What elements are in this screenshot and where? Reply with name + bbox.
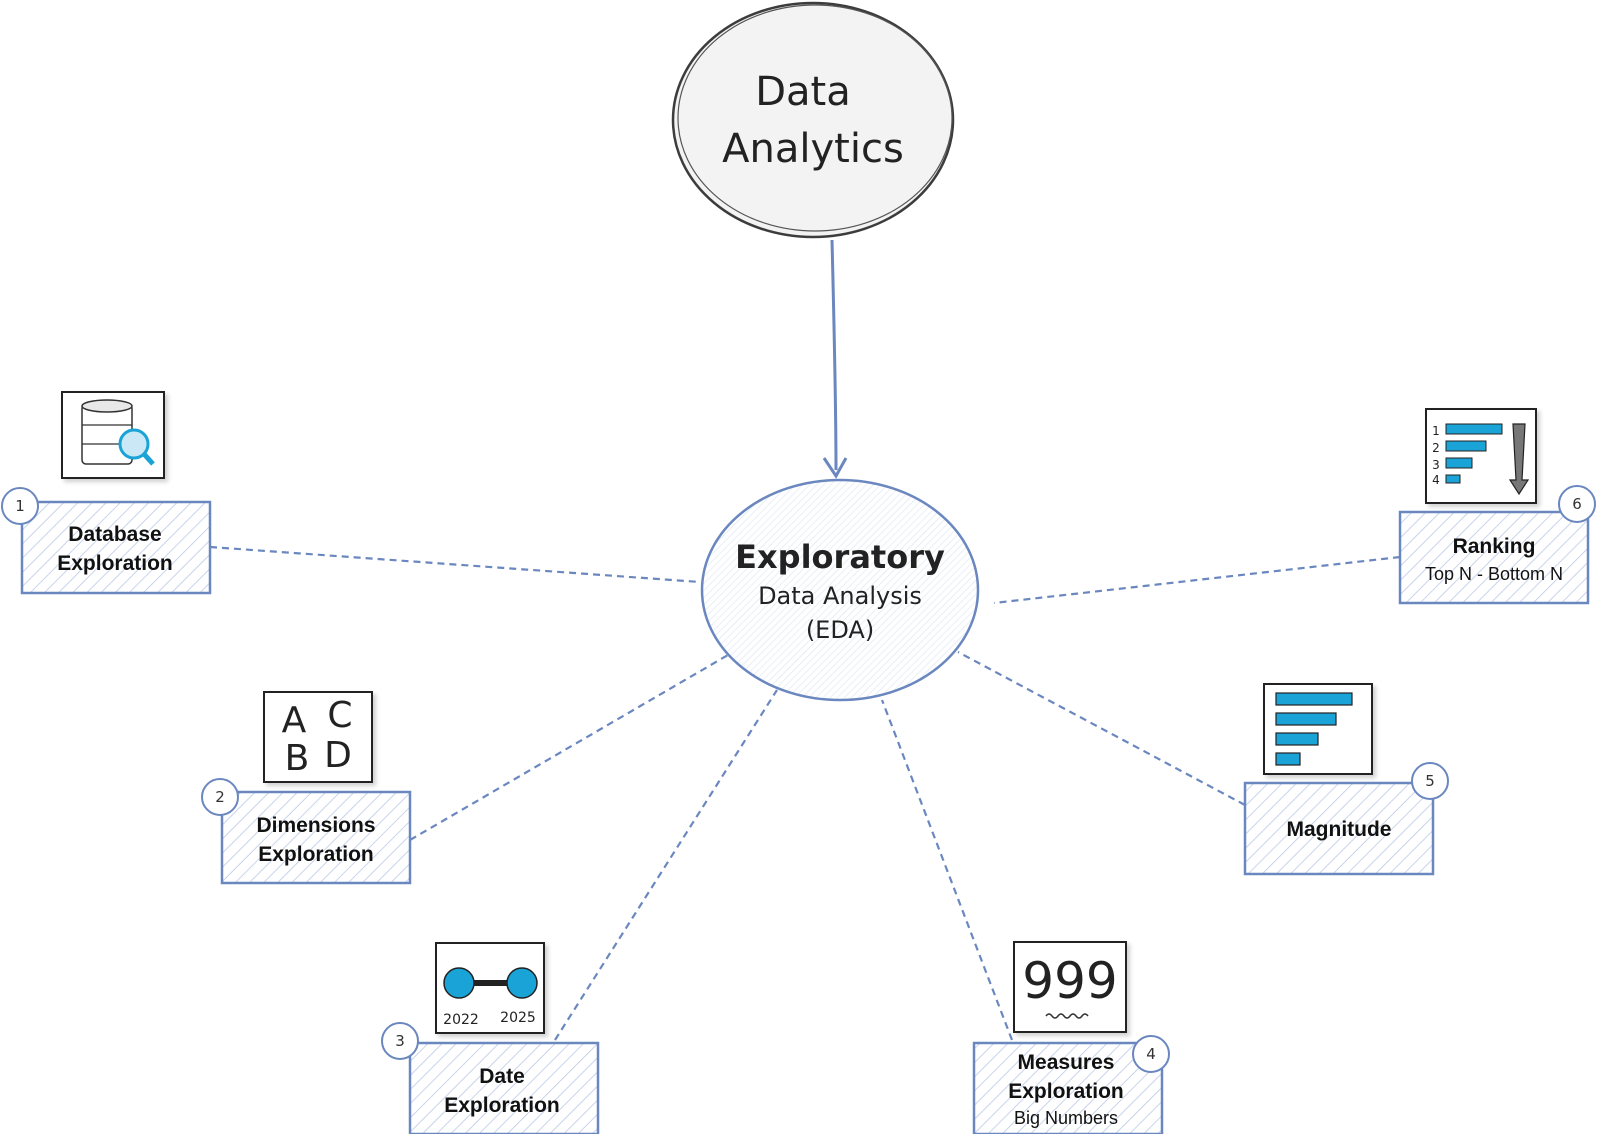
node-measures-exploration[interactable]: 999 4 Measures Exploration Big Numbers — [972, 941, 1170, 1134]
root-title-line2: Analytics — [722, 126, 904, 172]
node-2-title-line1: Dimensions — [256, 814, 375, 837]
arrow-root-to-center — [822, 239, 848, 479]
connector-ranking — [993, 555, 1401, 605]
node-5-number: 5 — [1425, 772, 1435, 790]
icon-letter-a: A — [282, 700, 307, 741]
node-1-title-line1: Database — [68, 523, 161, 546]
icon-letter-d: D — [324, 735, 352, 776]
node-4-subtitle: Big Numbers — [1014, 1108, 1118, 1128]
node-magnitude[interactable]: 5 Magnitude — [1243, 683, 1449, 876]
connector-measures — [880, 699, 1014, 1041]
node-dimensions-exploration[interactable]: A C B D 2 Dimensions Exploration — [201, 691, 412, 885]
node-3-number: 3 — [395, 1032, 405, 1050]
center-acronym: (EDA) — [806, 616, 874, 644]
root-node[interactable]: Data Analytics — [671, 1, 955, 239]
connector-dimensions — [409, 654, 729, 841]
letters-abcd-icon: A C B D — [263, 691, 373, 783]
icon-rank-3: 3 — [1432, 458, 1440, 472]
icon-date-end: 2025 — [500, 1010, 536, 1026]
node-2-number: 2 — [215, 788, 225, 806]
root-title-line1: Data — [755, 69, 851, 115]
big-number-icon: 999 — [1013, 941, 1127, 1033]
icon-letter-b: B — [285, 738, 310, 779]
node-6-subtitle: Top N - Bottom N — [1425, 564, 1563, 584]
icon-rank-4: 4 — [1432, 473, 1440, 487]
node-ranking[interactable]: 1 2 3 4 6 Ranking Top N - Bottom N — [1398, 408, 1596, 605]
center-title: Exploratory — [735, 538, 945, 576]
icon-rank-2: 2 — [1432, 441, 1440, 455]
node-6-title: Ranking — [1453, 535, 1536, 558]
node-4-title-line1: Measures — [1018, 1051, 1115, 1074]
connector-date — [554, 689, 778, 1041]
node-3-title-line2: Exploration — [444, 1094, 560, 1117]
center-subtitle: Data Analysis — [758, 582, 922, 610]
node-4-number: 4 — [1146, 1045, 1156, 1063]
node-database-exploration[interactable]: 1 Database Exploration — [1, 391, 212, 595]
icon-big-number: 999 — [1022, 952, 1117, 1010]
node-4-title-line2: Exploration — [1008, 1080, 1124, 1103]
node-date-exploration[interactable]: 2022 2025 3 Date Exploration — [381, 942, 600, 1134]
connectors — [209, 545, 1401, 1041]
icon-date-start: 2022 — [443, 1012, 479, 1028]
node-3-title-line1: Date — [479, 1065, 525, 1088]
connector-magnitude — [957, 651, 1246, 806]
icon-rank-1: 1 — [1432, 424, 1440, 438]
center-node[interactable]: Exploratory Data Analysis (EDA) — [700, 478, 980, 702]
bar-chart-icon — [1263, 683, 1373, 775]
node-5-title: Magnitude — [1287, 818, 1392, 841]
node-1-number: 1 — [15, 497, 25, 515]
node-2-title-line2: Exploration — [258, 843, 374, 866]
ranking-icon: 1 2 3 4 — [1425, 408, 1537, 504]
node-1-title-line2: Exploration — [57, 552, 173, 575]
icon-letter-c: C — [327, 695, 352, 736]
connector-database — [209, 545, 701, 584]
node-6-number: 6 — [1572, 495, 1582, 513]
database-search-icon — [61, 391, 165, 479]
date-range-icon: 2022 2025 — [435, 942, 545, 1034]
